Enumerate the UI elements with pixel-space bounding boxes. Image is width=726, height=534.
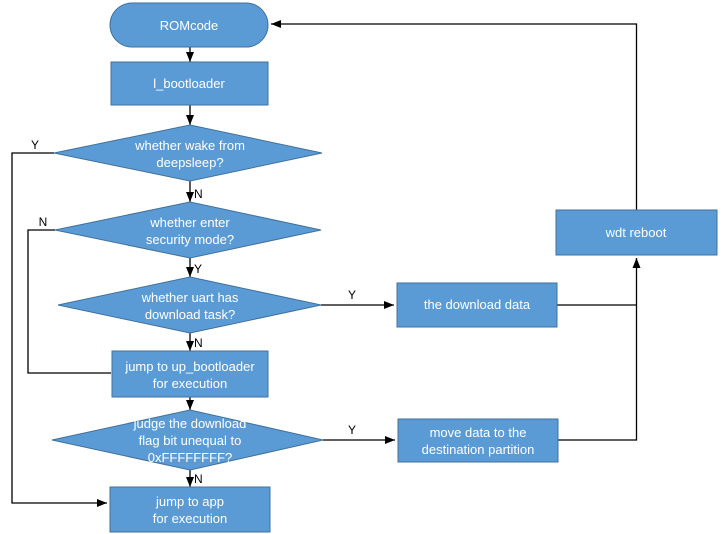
label-flag-yes: Y bbox=[348, 423, 356, 437]
node-move-data: move data to the destination partition bbox=[397, 418, 559, 463]
process-shape bbox=[110, 61, 269, 106]
process-shape bbox=[109, 486, 271, 533]
decision-shape bbox=[57, 276, 322, 334]
node-jump-up-bootloader: jump to up_bootloader for execution bbox=[111, 350, 269, 398]
label-security-no: N bbox=[39, 215, 48, 229]
node-flag-line3: 0xFFFFFFFF? bbox=[148, 450, 233, 465]
label-wake-yes: Y bbox=[31, 138, 39, 152]
terminator-shape bbox=[109, 2, 269, 48]
connectors bbox=[11, 20, 641, 507]
node-upbootloader-line1: jump to up_bootloader bbox=[124, 359, 255, 374]
node-download-data: the download data bbox=[396, 282, 558, 328]
node-move-data-line1: move data to the bbox=[430, 425, 527, 440]
decision-shape bbox=[54, 201, 322, 259]
node-l-bootloader-label: l_bootloader bbox=[153, 76, 225, 91]
node-move-data-line2: destination partition bbox=[422, 442, 535, 457]
node-flag-line2: flag bit unequal to bbox=[139, 433, 242, 448]
node-romcode-label: ROMcode bbox=[160, 18, 219, 33]
label-uart-no: N bbox=[194, 336, 203, 350]
process-shape bbox=[396, 282, 558, 328]
node-wdt-reboot: wdt reboot bbox=[555, 209, 718, 256]
node-jump-app: jump to app for execution bbox=[109, 486, 271, 533]
node-download-flag: judge the download flag bit unequal to 0… bbox=[51, 409, 324, 471]
label-security-yes: Y bbox=[194, 262, 202, 276]
node-security-line2: security mode? bbox=[146, 232, 234, 247]
process-shape bbox=[111, 350, 269, 398]
node-upbootloader-line2: for execution bbox=[153, 376, 227, 391]
node-flag-line1: judge the download bbox=[133, 416, 247, 431]
decision-shape bbox=[51, 409, 324, 471]
label-uart-yes: Y bbox=[348, 288, 356, 302]
node-uart-line2: download task? bbox=[145, 307, 235, 322]
node-wake-line2: deepsleep? bbox=[156, 155, 223, 170]
node-jumpapp-line2: for execution bbox=[153, 511, 227, 526]
process-shape bbox=[555, 209, 718, 256]
node-download-data-label: the download data bbox=[424, 297, 531, 312]
node-jumpapp-line1: jump to app bbox=[155, 494, 224, 509]
edge-security-no-to-upbootloader bbox=[27, 229, 111, 374]
node-uart-line1: whether uart has bbox=[141, 290, 239, 305]
label-flag-no: N bbox=[194, 472, 203, 486]
node-security-line1: whether enter bbox=[149, 215, 230, 230]
node-wake-line1: whether wake from bbox=[134, 138, 245, 153]
node-uart-download: whether uart has download task? bbox=[57, 276, 322, 334]
node-wdt-reboot-label: wdt reboot bbox=[605, 225, 667, 240]
label-wake-no: N bbox=[194, 187, 203, 201]
decision-shape bbox=[53, 124, 323, 182]
edge-movedata-to-wdt bbox=[558, 258, 641, 441]
edge-wake-yes-to-jumpapp bbox=[11, 152, 107, 507]
node-security-mode: whether enter security mode? bbox=[54, 201, 322, 259]
node-l-bootloader: l_bootloader bbox=[110, 61, 269, 106]
process-shape bbox=[397, 418, 559, 463]
edge-wdt-to-romcode bbox=[271, 20, 638, 210]
node-wake-deepsleep: whether wake from deepsleep? bbox=[53, 124, 323, 182]
edge-labels: Y N N Y Y N Y N bbox=[31, 138, 356, 486]
node-romcode: ROMcode bbox=[109, 2, 269, 48]
